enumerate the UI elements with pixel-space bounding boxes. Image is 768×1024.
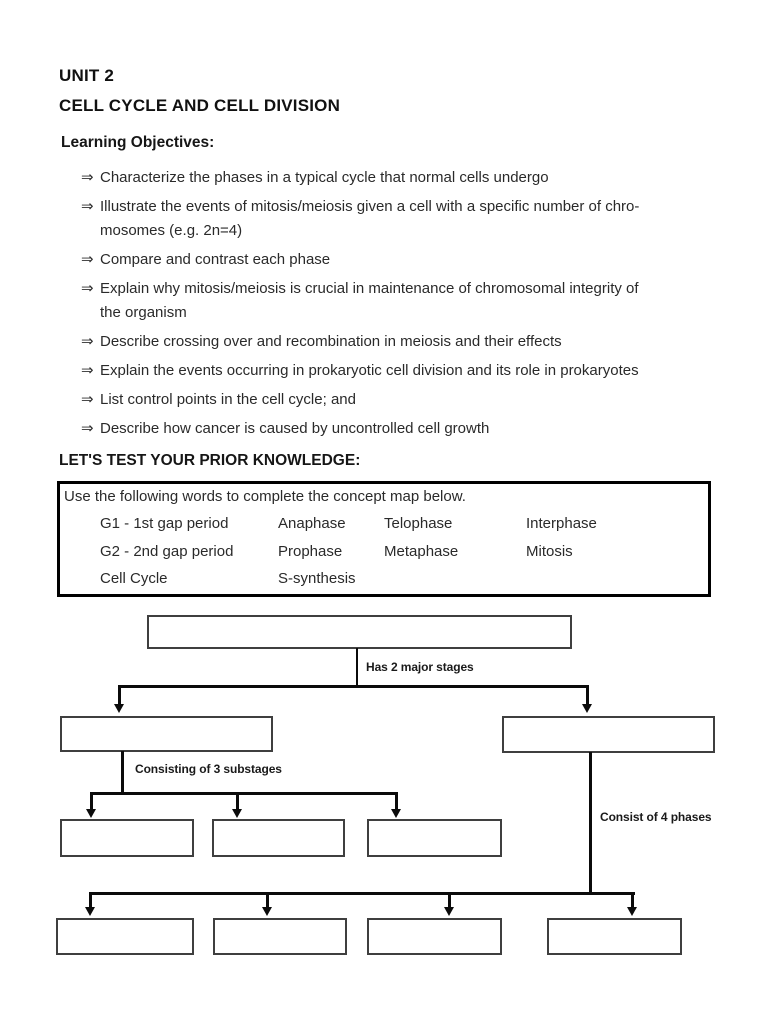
concept-blank-box-stage-right <box>502 716 715 753</box>
connector-line <box>90 792 398 795</box>
word-bank-term: Metaphase <box>384 543 459 560</box>
connector-line <box>90 792 93 810</box>
objective-item: ⇒ Describe how cancer is caused by uncon… <box>81 417 639 441</box>
arrow-down-icon <box>444 907 454 916</box>
objective-text: Describe crossing over and recombination… <box>100 333 562 350</box>
connector-line <box>266 892 269 909</box>
concept-blank-box-substage-2 <box>212 819 345 857</box>
connector-line <box>118 685 121 705</box>
word-bank-term: S-synthesis <box>278 570 356 587</box>
page-title: CELL CYCLE AND CELL DIVISION <box>59 96 341 115</box>
word-bank-term: Telophase <box>384 515 453 532</box>
unit-label: UNIT 2 <box>59 66 115 85</box>
objective-item: ⇒ Explain the events occurring in prokar… <box>81 359 639 383</box>
double-arrow-bullet-icon: ⇒ <box>81 169 94 186</box>
objective-text: Characterize the phases in a typical cyc… <box>100 169 549 186</box>
objectives-heading: Learning Objectives: <box>61 134 215 151</box>
double-arrow-bullet-icon: ⇒ <box>81 420 94 437</box>
objective-text: Explain the events occurring in prokaryo… <box>100 362 639 379</box>
concept-blank-box-substage-1 <box>60 819 194 857</box>
connector-line <box>121 751 124 794</box>
objective-text: Illustrate the events of mitosis/meiosis… <box>100 198 640 239</box>
objective-text: Compare and contrast each phase <box>100 251 331 268</box>
objective-item: ⇒ Characterize the phases in a typical c… <box>81 166 639 190</box>
edge-label-phases: Consist of 4 phases <box>600 810 712 824</box>
prior-knowledge-heading: LET'S TEST YOUR PRIOR KNOWLEDGE: <box>59 452 361 469</box>
arrow-down-icon <box>582 704 592 713</box>
objective-item: ⇒ Describe crossing over and recombinati… <box>81 330 639 354</box>
connector-line <box>448 892 451 909</box>
connector-line <box>589 752 592 895</box>
connector-line <box>236 792 239 810</box>
objective-text: Describe how cancer is caused by uncontr… <box>100 420 490 437</box>
connector-line <box>356 648 358 687</box>
concept-blank-box-substage-3 <box>367 819 502 857</box>
word-bank-instruction: Use the following words to complete the … <box>64 488 466 505</box>
word-bank-box: Use the following words to complete the … <box>57 481 711 597</box>
edge-label-major-stages: Has 2 major stages <box>366 660 474 674</box>
word-bank-term: Interphase <box>526 515 597 532</box>
connector-line <box>631 892 634 909</box>
arrow-down-icon <box>627 907 637 916</box>
double-arrow-bullet-icon: ⇒ <box>81 251 94 268</box>
arrow-down-icon <box>86 809 96 818</box>
concept-blank-box-phase-2 <box>213 918 347 955</box>
edge-label-substages: Consisting of 3 substages <box>135 762 282 776</box>
objective-item: ⇒ Illustrate the events of mitosis/meios… <box>81 195 639 243</box>
word-bank-term: Prophase <box>278 543 343 560</box>
word-bank-term: Mitosis <box>526 543 573 560</box>
word-bank-term: Anaphase <box>278 515 346 532</box>
objective-text: Explain why mitosis/meiosis is crucial i… <box>100 280 639 321</box>
double-arrow-bullet-icon: ⇒ <box>81 280 94 297</box>
concept-blank-box-phase-3 <box>367 918 502 955</box>
concept-blank-box-phase-4 <box>547 918 682 955</box>
objectives-list: ⇒ Characterize the phases in a typical c… <box>81 166 639 446</box>
connector-line <box>89 892 92 909</box>
connector-line <box>395 792 398 810</box>
word-bank-term: G2 - 2nd gap period <box>100 543 234 560</box>
arrow-down-icon <box>391 809 401 818</box>
concept-blank-box-root <box>147 615 572 649</box>
double-arrow-bullet-icon: ⇒ <box>81 333 94 350</box>
connector-line <box>118 685 589 688</box>
connector-line <box>586 685 589 705</box>
objective-item: ⇒ Explain why mitosis/meiosis is crucial… <box>81 277 639 325</box>
arrow-down-icon <box>114 704 124 713</box>
objective-text: List control points in the cell cycle; a… <box>100 391 356 408</box>
concept-blank-box-phase-1 <box>56 918 194 955</box>
arrow-down-icon <box>262 907 272 916</box>
double-arrow-bullet-icon: ⇒ <box>81 198 94 215</box>
connector-line <box>89 892 635 895</box>
double-arrow-bullet-icon: ⇒ <box>81 391 94 408</box>
objective-item: ⇒ Compare and contrast each phase <box>81 248 639 272</box>
word-bank-term: G1 - 1st gap period <box>100 515 229 532</box>
objective-item: ⇒ List control points in the cell cycle;… <box>81 388 639 412</box>
arrow-down-icon <box>85 907 95 916</box>
concept-blank-box-stage-left <box>60 716 273 752</box>
double-arrow-bullet-icon: ⇒ <box>81 362 94 379</box>
arrow-down-icon <box>232 809 242 818</box>
word-bank-term: Cell Cycle <box>100 570 168 587</box>
